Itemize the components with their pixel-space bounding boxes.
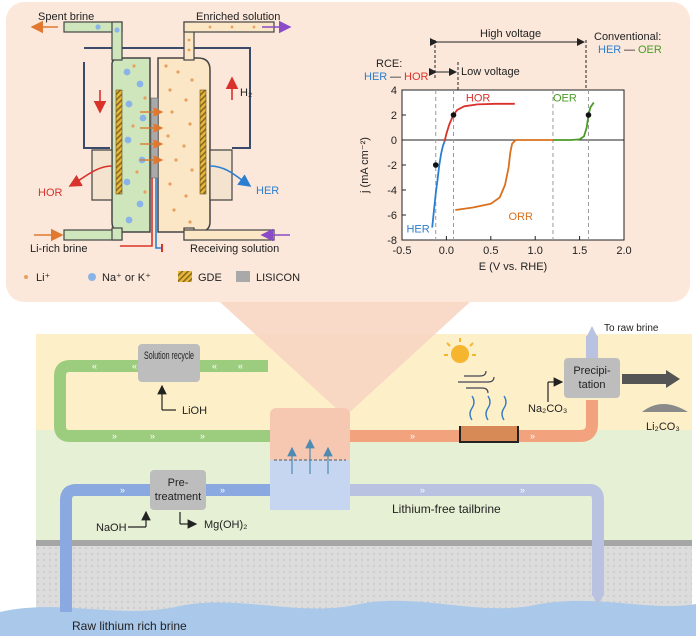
label-receiving-solution: Receiving solution [190, 243, 279, 255]
x-tick-label-2: 0.5 [483, 245, 498, 257]
sun-rays-icon [444, 338, 476, 356]
sun-icon [451, 345, 469, 363]
label-low-voltage: Low voltage [461, 66, 520, 78]
series-oer-label: OER [553, 92, 577, 104]
precipitation-label-1: Precipi- [573, 365, 611, 377]
precipitation-label-2: tation [579, 379, 606, 391]
x-tick-label-0: -0.5 [393, 245, 412, 257]
to-raw-brine-label: To raw brine [604, 323, 659, 334]
chart-marker-0 [432, 162, 439, 168]
pretreatment-label-1: Pre- [168, 477, 189, 489]
cell-legend: Li⁺ Na⁺ or K⁺ GDE LISICON [24, 271, 300, 284]
wind-icon [458, 370, 495, 394]
svg-text:»: » [530, 431, 535, 441]
precipitation-box: Precipi- tation Na₂CO₃ Li₂CO₃ To raw bri… [528, 323, 688, 433]
label-hor: HOR [38, 187, 63, 199]
label-conv-her: HER [598, 44, 621, 56]
series-her-line [431, 140, 446, 228]
label-rce-dash: — [390, 71, 401, 83]
svg-text:»: » [410, 431, 415, 441]
label-enriched-solution: Enriched solution [196, 11, 280, 23]
legend-li: Li⁺ [36, 272, 51, 284]
y-tick-label-3: -2 [387, 160, 397, 172]
x-tick-label-4: 1.5 [572, 245, 587, 257]
li2co3-label: Li₂CO₃ [646, 421, 680, 433]
label-high-voltage: High voltage [480, 28, 541, 40]
series-her-label: HER [406, 224, 429, 236]
label-conv-dash: — [624, 44, 635, 56]
li-dot-icon [24, 275, 28, 279]
chart-annotations: High voltage Low voltage RCE: HER — HOR … [364, 28, 662, 90]
y-tick-label-1: -6 [387, 210, 397, 222]
series-orr-line [455, 139, 553, 211]
label-h2: H₂ [240, 87, 252, 99]
label-her: HER [256, 185, 279, 197]
label-spent-brine: Spent brine [38, 11, 94, 23]
electrochemical-unit [270, 408, 350, 510]
naoh-label: NaOH [96, 522, 127, 534]
solution-recycle-box: Solution recycle LiOH [138, 344, 207, 417]
chart-marker-1 [450, 112, 457, 118]
legend-lisicon: LISICON [256, 272, 300, 284]
mgoh2-label: Mg(OH)₂ [204, 519, 247, 531]
x-tick-label-3: 1.0 [528, 245, 543, 257]
svg-text:»: » [220, 485, 225, 495]
conveyor-icon [622, 374, 672, 384]
pretreatment-box: Pre- treatment NaOH Mg(OH)₂ [96, 470, 247, 534]
svg-text:»: » [420, 485, 425, 495]
zoom-funnel [220, 302, 470, 412]
legend-na-k: Na⁺ or K⁺ [102, 272, 151, 284]
vapor-icon [469, 395, 507, 421]
lisicon-swatch-icon [236, 271, 250, 282]
label-li-rich-brine: Li-rich brine [30, 243, 87, 255]
chart-ylabel: j (mA cm⁻²) [359, 137, 371, 194]
series-hor-line [443, 102, 515, 142]
svg-text:«: « [212, 361, 217, 371]
pretreatment-label-2: treatment [155, 491, 201, 503]
solution-recycle-label: Solution recycle [144, 350, 194, 362]
chart-marker-2 [585, 112, 592, 118]
x-tick-label-5: 2.0 [616, 245, 631, 257]
na2co3-label: Na₂CO₃ [528, 403, 567, 415]
svg-text:»: » [120, 485, 125, 495]
raw-brine-label: Raw lithium rich brine [72, 619, 187, 633]
series-hor-label: HOR [466, 92, 491, 104]
li2co3-pile-icon [642, 404, 688, 412]
y-tick-label-5: 2 [391, 110, 397, 122]
svg-text:»: » [112, 431, 117, 441]
y-tick-label-0: -8 [387, 235, 397, 247]
y-tick-label-4: 0 [391, 135, 397, 147]
svg-text:«: « [92, 361, 97, 371]
svg-text:»: » [200, 431, 205, 441]
y-tick-label-2: -4 [387, 185, 397, 197]
label-rce-hor: HOR [404, 71, 429, 83]
electrochemical-cell [30, 20, 292, 252]
label-conventional: Conventional: [594, 31, 661, 43]
evaporation-pond [444, 338, 519, 443]
process-flows: «««« »»» »»» »»»» [54, 326, 604, 612]
x-tick-label-1: 0.0 [439, 245, 454, 257]
svg-text:»: » [150, 431, 155, 441]
series-oer-line [553, 101, 595, 141]
label-rce: RCE: [376, 58, 402, 70]
series-orr-label: ORR [509, 211, 534, 223]
tailbrine-label: Lithium-free tailbrine [392, 502, 501, 516]
legend-gde: GDE [198, 272, 222, 284]
label-rce-her: HER [364, 71, 387, 83]
na-dot-icon [88, 273, 96, 281]
lioh-label: LiOH [182, 405, 207, 417]
svg-text:«: « [238, 361, 243, 371]
svg-text:«: « [132, 361, 137, 371]
y-tick-label-6: 4 [391, 85, 397, 97]
gde-swatch-icon [178, 271, 192, 282]
svg-text:»: » [520, 485, 525, 495]
chart-xlabel: E (V vs. RHE) [479, 261, 547, 273]
label-conv-oer: OER [638, 44, 662, 56]
